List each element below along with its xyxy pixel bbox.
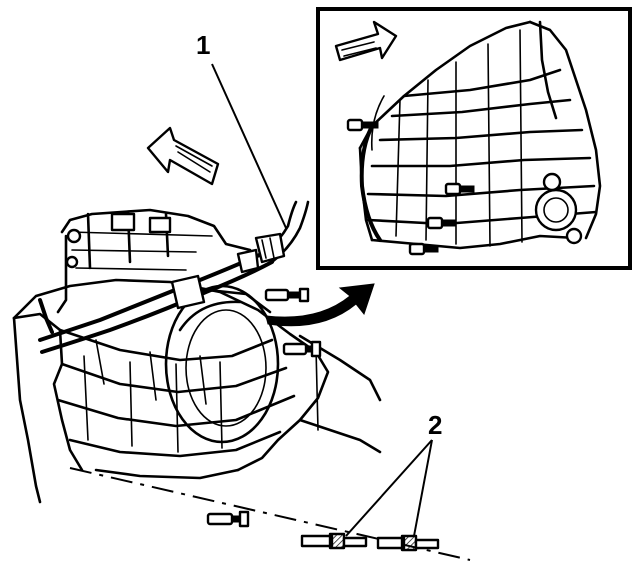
direction-arrow-main xyxy=(146,126,220,186)
bolt-middle xyxy=(282,340,322,358)
transmission-main-view xyxy=(12,126,471,561)
callout-1: 1 xyxy=(196,30,287,229)
bolt-upper xyxy=(264,287,310,303)
stud-left xyxy=(300,532,368,550)
callout-2: 2 xyxy=(345,410,442,537)
direction-arrow-inset xyxy=(334,20,398,62)
inset-bolt-1 xyxy=(346,118,379,132)
callout-2-label: 2 xyxy=(428,410,442,440)
detail-inset xyxy=(316,7,632,270)
detail-pointer-arrow xyxy=(265,283,375,327)
stud-right xyxy=(376,534,440,552)
inset-bolt-4 xyxy=(408,242,439,256)
bolt-lower xyxy=(206,510,250,528)
inset-bolt-3 xyxy=(426,216,457,230)
inset-bolt-2 xyxy=(444,182,475,196)
callout-1-label: 1 xyxy=(196,30,210,60)
